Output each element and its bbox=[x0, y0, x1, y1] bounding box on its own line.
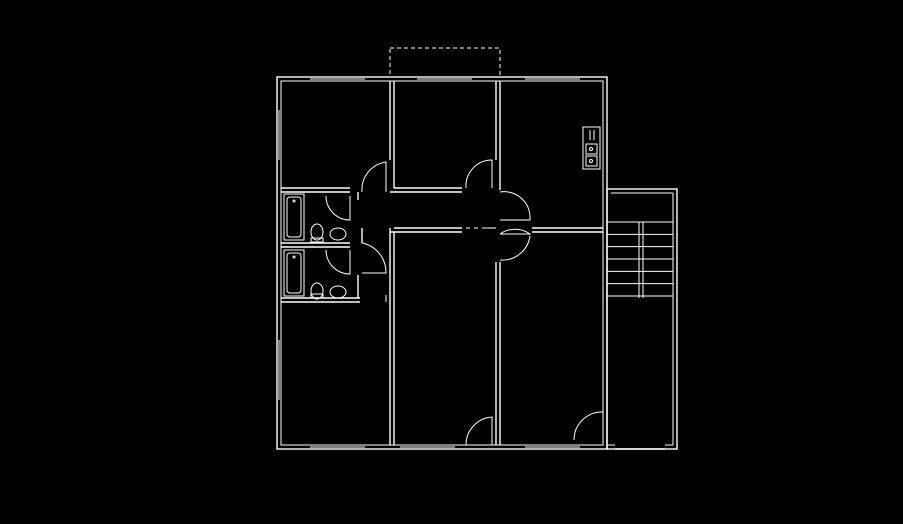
sink-1 bbox=[329, 227, 347, 241]
bathtub-2-drain bbox=[292, 255, 296, 259]
exterior-inner-outline bbox=[280, 80, 604, 446]
toilet-1-tank bbox=[310, 237, 324, 243]
door-swing-bath-2 bbox=[325, 249, 351, 275]
toilet-2-tank bbox=[310, 293, 324, 299]
door-swing-right-room-arc bbox=[499, 235, 531, 261]
toilet-1-bowl bbox=[310, 223, 324, 241]
toilet-2-bowl bbox=[310, 282, 324, 300]
door-swing-entry-right bbox=[573, 411, 604, 441]
bathtub-1-inner bbox=[286, 196, 302, 238]
sink-2 bbox=[329, 285, 347, 299]
bathtub-1-drain bbox=[292, 199, 296, 203]
bathtub-2 bbox=[283, 249, 305, 297]
door-swing-top-left-room bbox=[361, 161, 387, 193]
door-swing-entry-middle bbox=[465, 416, 493, 446]
kitchen-sink-basin-2 bbox=[585, 155, 598, 167]
balcony-projection-outline bbox=[389, 47, 501, 78]
interior-walls bbox=[281, 81, 603, 445]
exterior-walls bbox=[276, 76, 608, 450]
door-swing-top-middle-room bbox=[465, 159, 493, 189]
door-swing-kitchen bbox=[499, 191, 531, 221]
windows bbox=[278, 78, 580, 448]
door-swing-bath-1 bbox=[325, 195, 351, 221]
door-swing-right-room bbox=[499, 228, 532, 235]
door-swing-corridor-left bbox=[361, 242, 387, 274]
staircase bbox=[606, 188, 678, 450]
bathtub-1 bbox=[283, 193, 305, 241]
kitchen-sink-basin-1 bbox=[585, 143, 598, 155]
bathroom-fixtures bbox=[283, 193, 347, 300]
exterior-outline bbox=[276, 76, 608, 450]
kitchen-sink bbox=[582, 126, 601, 170]
bathtub-2-inner bbox=[286, 252, 302, 294]
stair-steps bbox=[607, 221, 673, 297]
staircase-outline bbox=[606, 188, 678, 450]
doors bbox=[325, 159, 604, 446]
kitchen-sink-counter bbox=[582, 126, 601, 170]
